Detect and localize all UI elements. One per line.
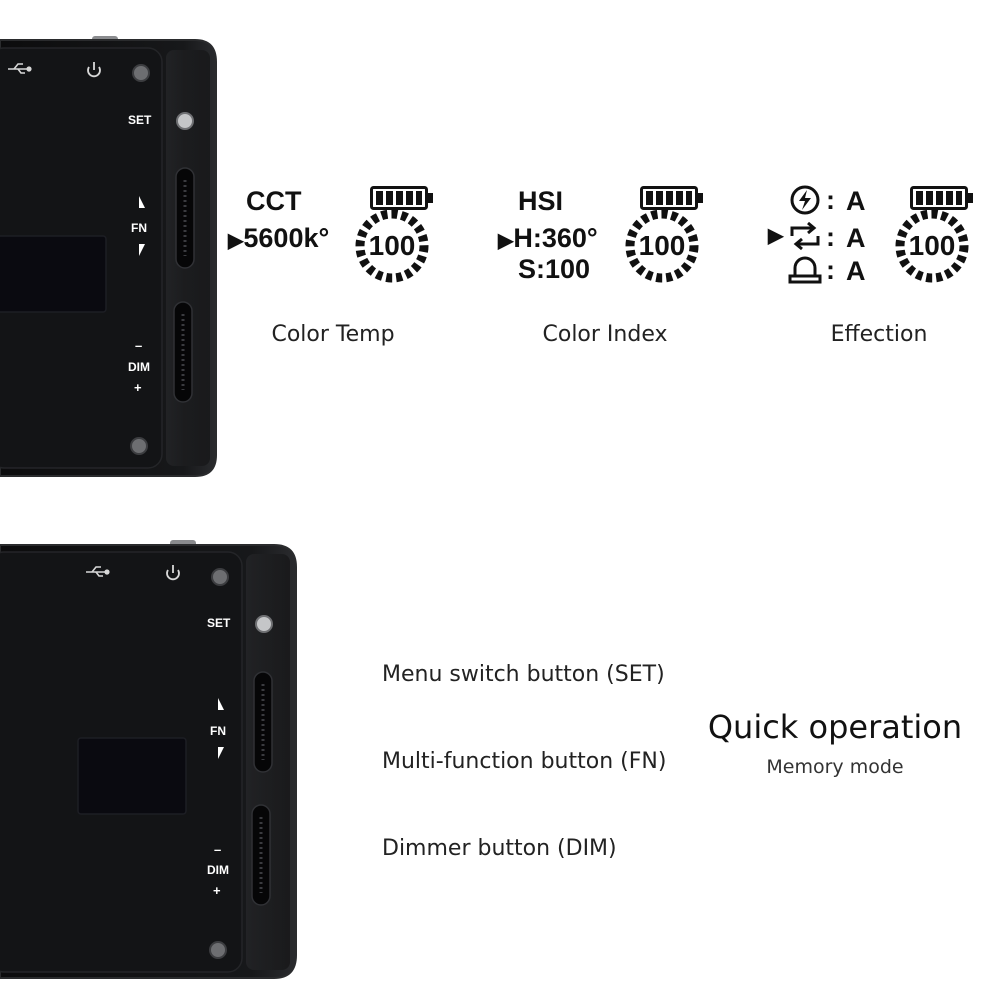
feature-dim-button: Dimmer button (DIM) xyxy=(382,836,617,861)
screw-top xyxy=(132,64,150,82)
oled-display xyxy=(0,235,107,313)
battery-icon xyxy=(910,186,973,210)
fn-up-arrow-icon xyxy=(139,196,145,208)
dim-wheel[interactable] xyxy=(173,301,193,403)
fn-label: FN xyxy=(131,221,147,235)
usb-icon xyxy=(86,566,110,577)
mode-caption: Color Index xyxy=(542,322,668,347)
feature-fn-button: Multi-function button (FN) xyxy=(382,749,667,774)
mode-line2: ▶5600k° xyxy=(228,225,329,252)
effect-value: A xyxy=(846,186,866,216)
set-button[interactable] xyxy=(255,615,273,633)
power-icon xyxy=(87,62,101,78)
mode-value: 5600k° xyxy=(243,223,330,253)
fn-down-arrow-icon xyxy=(218,747,224,759)
brightness-dial: 100 xyxy=(354,208,430,284)
dim-label: DIM xyxy=(207,863,229,877)
dim-label: DIM xyxy=(128,360,150,374)
effect-value: A xyxy=(846,256,866,286)
dim-minus-label: – xyxy=(135,338,142,353)
set-label: SET xyxy=(207,616,231,630)
dim-plus-label: + xyxy=(213,883,221,898)
mode-line1: CCT xyxy=(246,186,302,216)
set-label: SET xyxy=(128,113,152,127)
dim-minus-label: – xyxy=(214,842,221,857)
battery-icon xyxy=(370,186,433,210)
fn-up-arrow-icon xyxy=(218,698,224,710)
quick-operation-title: Quick operation xyxy=(707,708,963,746)
device-bottom: SET FN – DIM + xyxy=(0,540,297,979)
power-icon xyxy=(166,565,180,581)
mode-caption: Effection xyxy=(830,322,928,347)
selection-marker-icon: ▶ xyxy=(768,225,784,247)
mode-line1: HSI xyxy=(518,186,564,216)
dim-wheel[interactable] xyxy=(251,804,271,906)
device-top: SET FN – DIM + xyxy=(0,36,217,477)
brightness-dial: 100 xyxy=(894,208,970,284)
screw-bottom xyxy=(209,941,227,959)
flash-circle-icon xyxy=(790,185,820,215)
cycle-icon xyxy=(790,222,820,251)
alarm-light-icon xyxy=(788,256,822,284)
screw-bottom xyxy=(130,437,148,455)
fn-label: FN xyxy=(210,724,226,738)
set-button[interactable] xyxy=(176,112,194,130)
brightness-level: 100 xyxy=(908,230,956,261)
mode-value: H:360° xyxy=(513,223,598,253)
selection-marker-icon: ▶ xyxy=(498,230,514,252)
screw-top xyxy=(211,568,229,586)
dim-plus-label: + xyxy=(134,380,142,395)
fn-wheel[interactable] xyxy=(253,671,273,773)
brightness-level: 100 xyxy=(638,230,686,261)
feature-set-button: Menu switch button (SET) xyxy=(382,662,665,687)
mode-caption: Color Temp xyxy=(271,322,395,347)
fn-wheel[interactable] xyxy=(175,167,195,269)
oled-display xyxy=(77,737,187,815)
selection-marker-icon: ▶ xyxy=(228,230,244,252)
battery-icon xyxy=(640,186,703,210)
usb-icon xyxy=(8,63,32,74)
brightness-level: 100 xyxy=(368,230,416,261)
mode-line3: S:100 xyxy=(518,254,591,284)
quick-operation-subtitle: Memory mode xyxy=(766,756,904,778)
mode-line2: ▶H:360° xyxy=(498,225,598,252)
brightness-dial: 100 xyxy=(624,208,700,284)
fn-down-arrow-icon xyxy=(139,244,145,256)
effect-value: A xyxy=(846,223,866,253)
